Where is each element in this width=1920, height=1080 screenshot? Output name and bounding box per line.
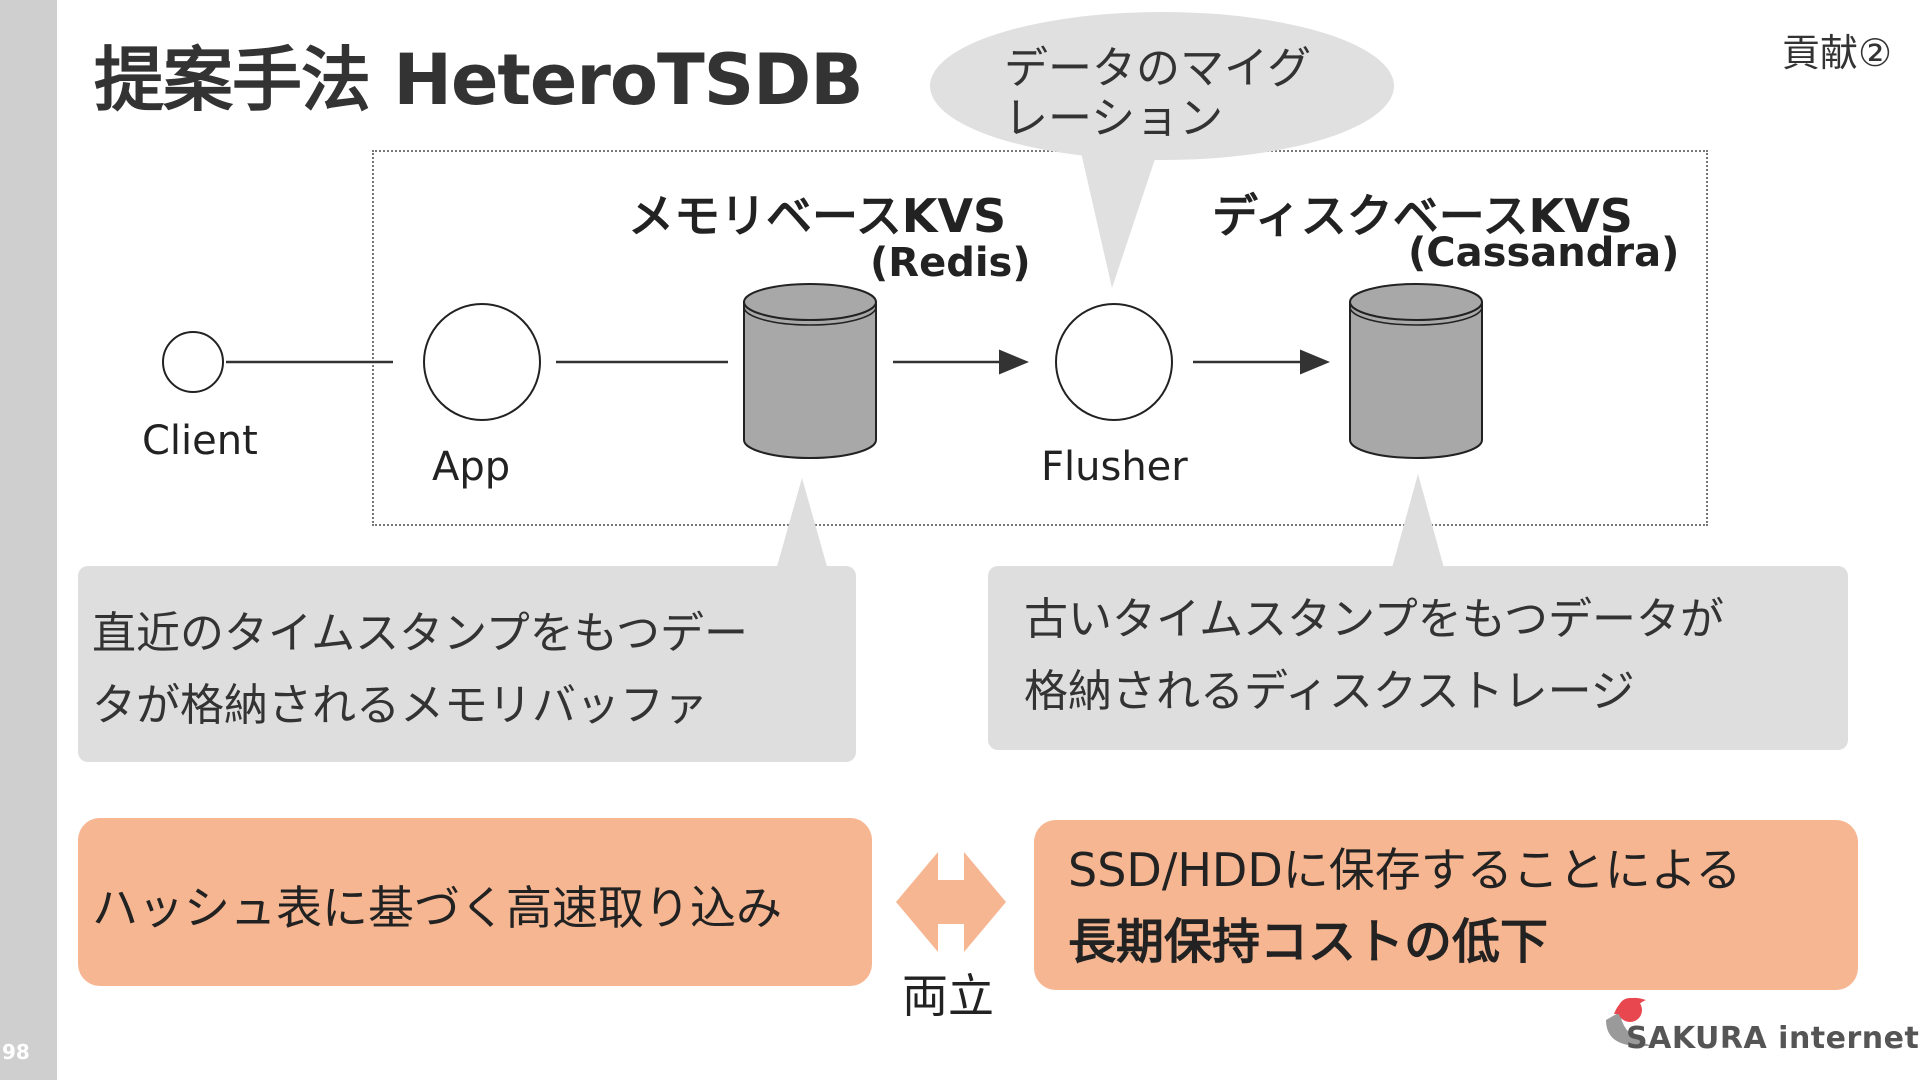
client-label: Client xyxy=(142,418,258,464)
migration-bubble xyxy=(930,12,1394,288)
disk-kvs-label: ディスクベースKVS xyxy=(1212,189,1633,243)
app-label: App xyxy=(432,444,511,490)
callout-line: 直近のタイムスタンプをもつデー xyxy=(92,608,749,659)
migration-bubble-line: レーション xyxy=(1004,93,1224,144)
slide-sidebar xyxy=(0,0,57,1080)
fast-ingest-box: ハッシュ表に基づく高速取り込み xyxy=(78,818,872,986)
client-node xyxy=(162,331,224,393)
cost-reduction-line1: SSD/HDDに保存することによる xyxy=(1068,843,1742,897)
sakura-logo-icon xyxy=(1606,997,1652,1046)
page-number: 98 xyxy=(2,1040,30,1064)
contribution-tag: 貢献② xyxy=(1782,31,1893,75)
cost-reduction-box: SSD/HDDに保存することによる 長期保持コストの低下 xyxy=(1034,820,1858,990)
migration-bubble-line: データのマイグ xyxy=(1004,43,1312,94)
memory-buffer-callout: 直近のタイムスタンプをもつデー タが格納されるメモリバッファ xyxy=(78,566,856,762)
app-node xyxy=(423,303,541,421)
memory-db-icon xyxy=(743,283,877,459)
memory-kvs-label: メモリベースKVS xyxy=(628,189,1007,243)
disk-db-icon xyxy=(1349,283,1483,459)
disk-callout-pointer xyxy=(1392,474,1444,568)
disk-storage-callout: 古いタイムスタンプをもつデータが 格納されるディスクストレージ xyxy=(988,566,1848,750)
callout-line: 古いタイムスタンプをもつデータが xyxy=(1024,594,1725,645)
callout-line: タが格納されるメモリバッファ xyxy=(92,680,708,731)
slide-title: 提案手法 HeteroTSDB xyxy=(94,39,864,121)
callout-line: 格納されるディスクストレージ xyxy=(1024,666,1635,717)
flusher-label: Flusher xyxy=(1041,444,1188,490)
migration-bubble-text: データのマイグ レーション xyxy=(1004,44,1311,144)
memory-callout-pointer xyxy=(776,478,828,570)
memory-kvs-sublabel: (Redis) xyxy=(870,240,1031,286)
disk-kvs-sublabel: (Cassandra) xyxy=(1408,230,1680,276)
cost-reduction-line2: 長期保持コストの低下 xyxy=(1068,914,1549,970)
fast-ingest-text: ハッシュ表に基づく高速取り込み xyxy=(92,881,782,935)
brand-name: SAKURA internet xyxy=(1626,1021,1920,1056)
coexist-label: 両立 xyxy=(902,969,994,1023)
double-arrow-icon xyxy=(896,852,1006,952)
flusher-node xyxy=(1055,303,1173,421)
architecture-boundary xyxy=(372,150,1708,526)
